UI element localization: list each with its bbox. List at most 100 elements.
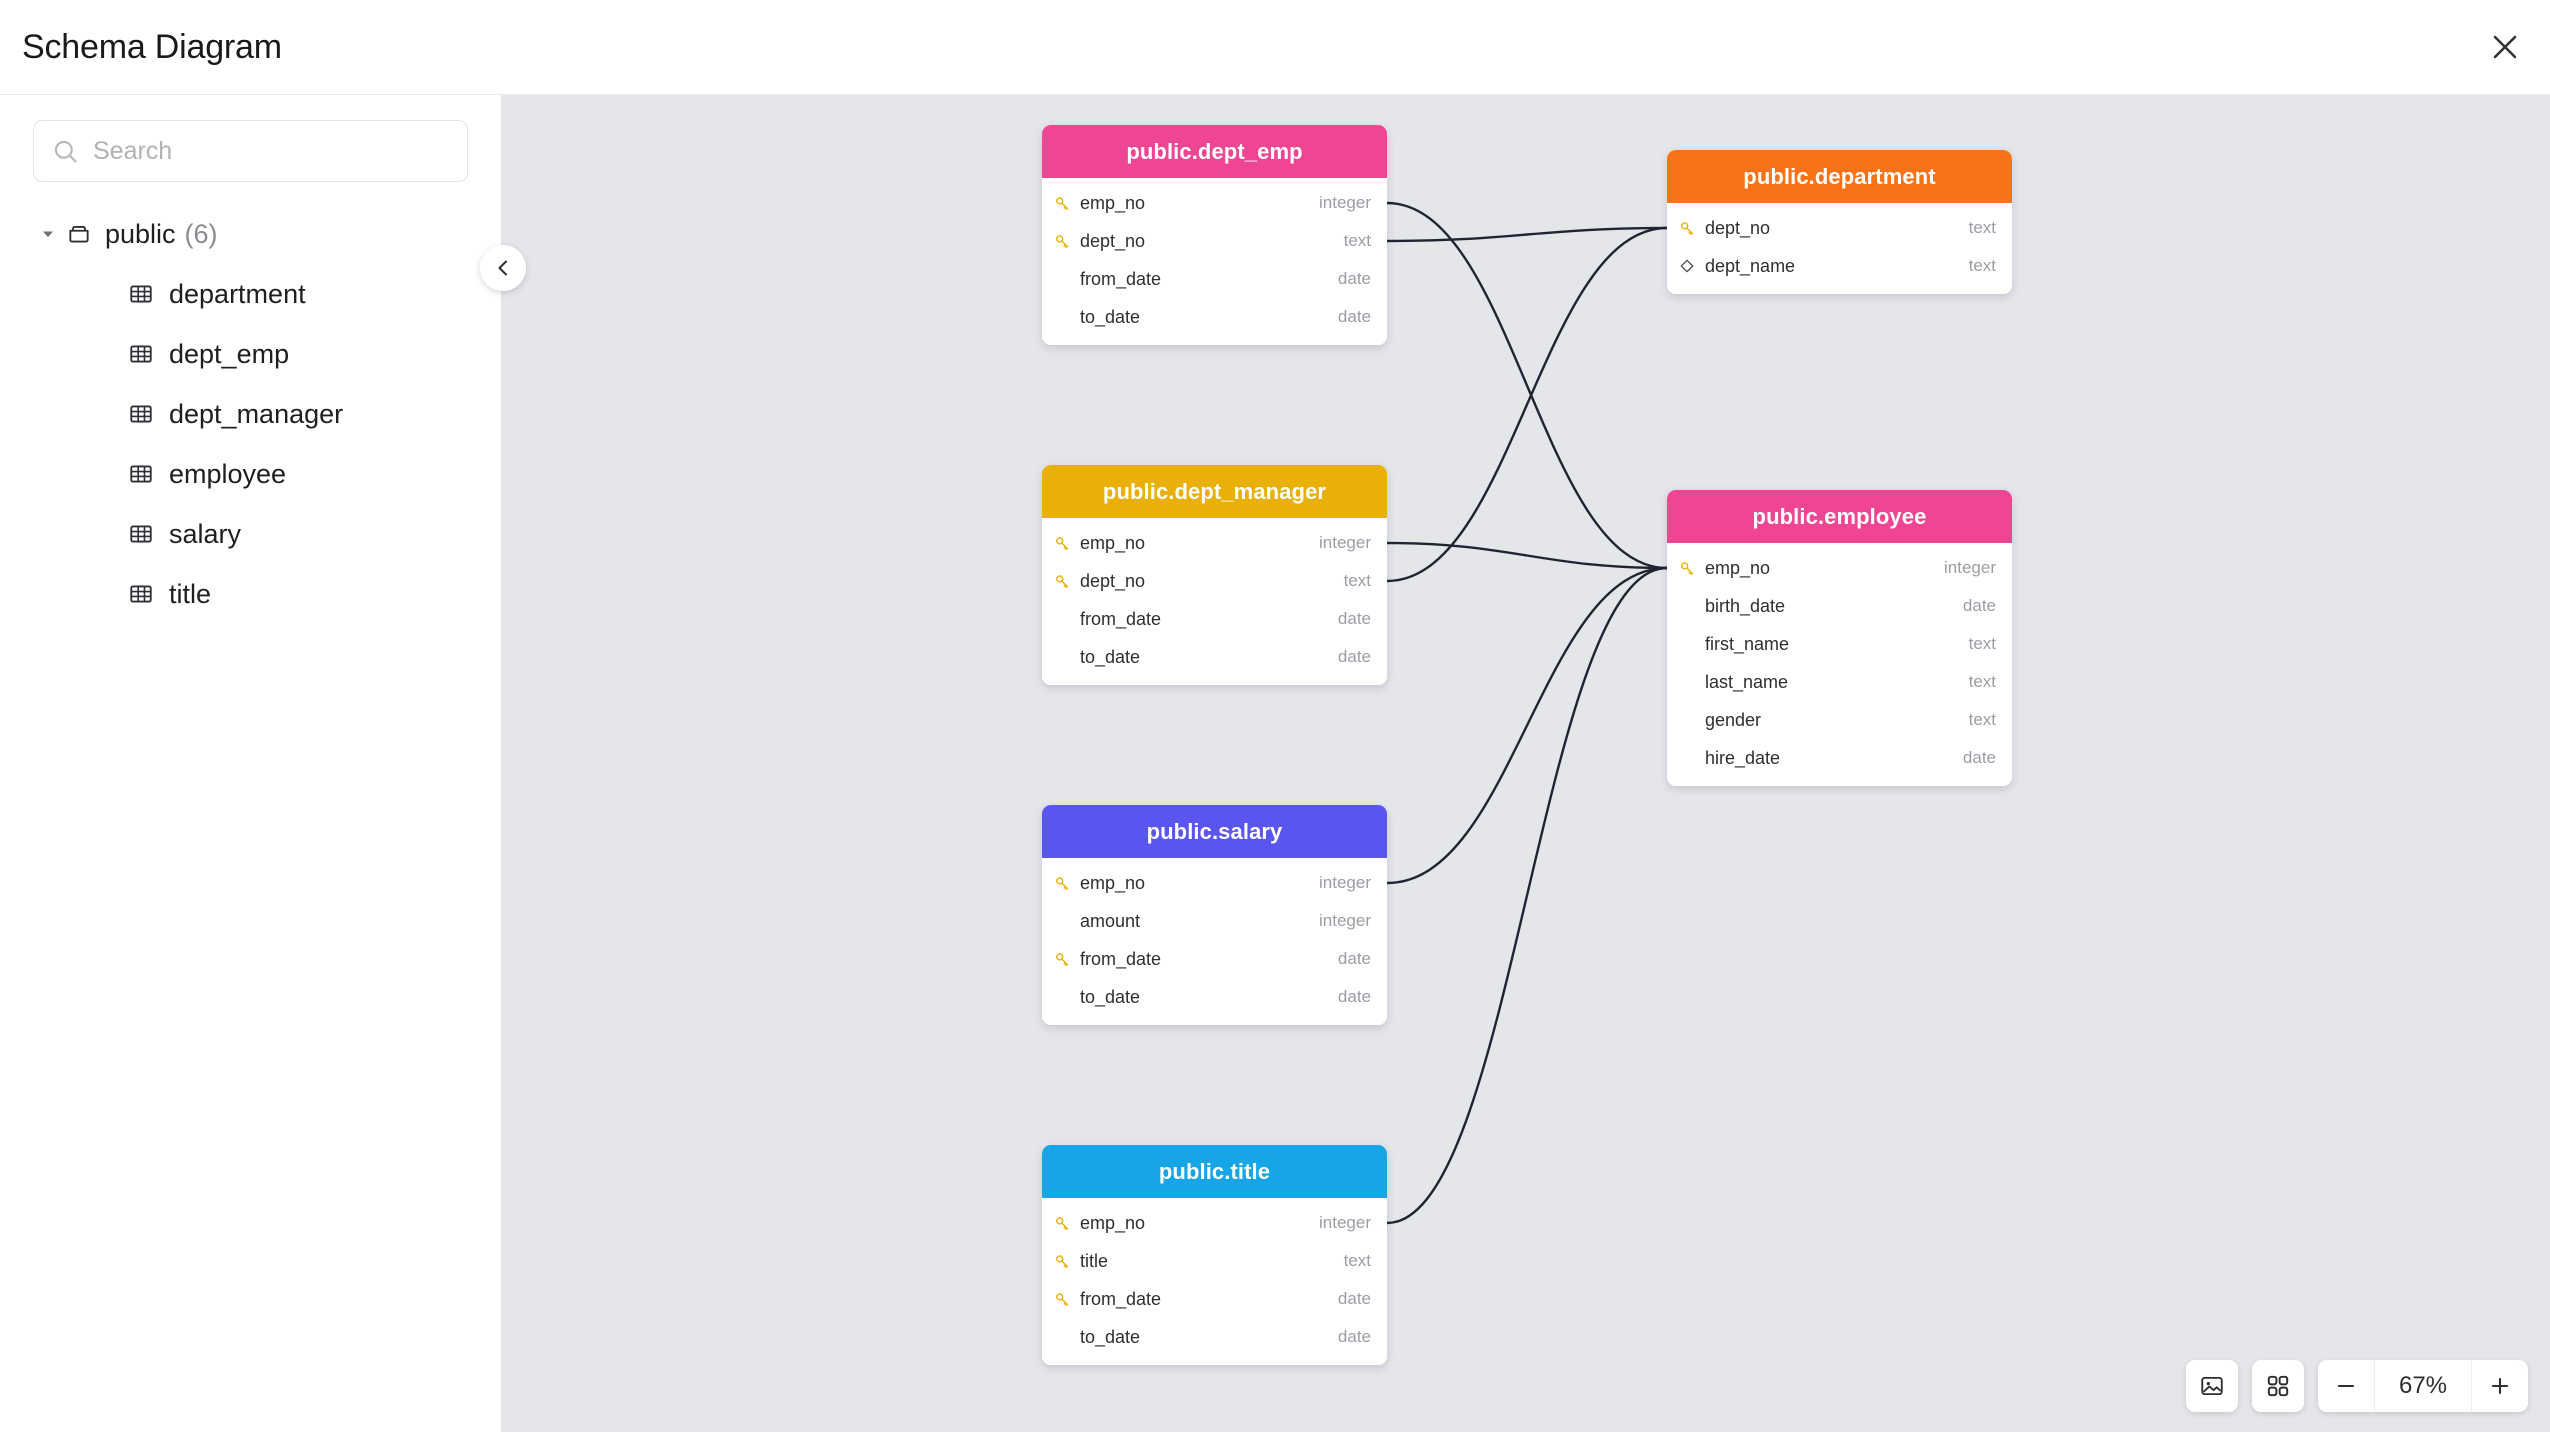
tree-node-public[interactable]: public (6) — [0, 204, 501, 264]
key-icon — [1054, 1215, 1080, 1232]
column-type: text — [1968, 256, 1996, 275]
zoom-in-button[interactable] — [2472, 1360, 2528, 1412]
close-button[interactable] — [2478, 20, 2532, 74]
relationship-edge — [1386, 541, 1668, 570]
sidebar-table-title[interactable]: title — [0, 564, 501, 624]
sidebar-table-salary[interactable]: salary — [0, 504, 501, 564]
table-card-public-dept_emp[interactable]: public.dept_emp emp_no integer dept_no t… — [1042, 125, 1387, 345]
auto-layout-button[interactable] — [2252, 1360, 2304, 1412]
zoom-out-button[interactable] — [2318, 1360, 2374, 1412]
key-icon — [1054, 951, 1080, 968]
column-row[interactable]: from_date date — [1042, 1280, 1387, 1318]
column-row[interactable]: amount integer — [1042, 902, 1387, 940]
search-input[interactable] — [93, 136, 449, 166]
table-icon — [128, 581, 154, 607]
table-card-public-employee[interactable]: public.employee emp_no integer birth_dat… — [1667, 490, 2012, 786]
table-card-header[interactable]: public.title — [1042, 1145, 1387, 1198]
table-card-header[interactable]: public.department — [1667, 150, 2012, 203]
minus-icon — [2337, 1384, 2355, 1388]
table-icon — [128, 401, 154, 427]
column-row[interactable]: emp_no integer — [1042, 1204, 1387, 1242]
table-card-header[interactable]: public.employee — [1667, 490, 2012, 543]
column-type: date — [1337, 987, 1371, 1006]
sidebar-table-label: employee — [169, 458, 287, 489]
sidebar-table-department[interactable]: department — [0, 264, 501, 324]
column-row[interactable]: gender text — [1667, 701, 2012, 739]
column-type: text — [1968, 672, 1996, 691]
sidebar-table-dept_emp[interactable]: dept_emp — [0, 324, 501, 384]
column-row[interactable]: from_date date — [1042, 260, 1387, 298]
column-name: hire_date — [1705, 747, 1781, 768]
table-card-title: public.employee — [1752, 503, 1927, 529]
column-row[interactable]: dept_no text — [1042, 562, 1387, 600]
database-schema-icon — [66, 221, 92, 247]
column-row[interactable]: emp_no integer — [1042, 184, 1387, 222]
column-name: gender — [1705, 709, 1762, 730]
sidebar-table-dept_manager[interactable]: dept_manager — [0, 384, 501, 444]
table-icon — [128, 521, 154, 547]
column-type: integer — [1319, 1213, 1371, 1232]
column-name: emp_no — [1080, 872, 1146, 893]
zoom-level-value[interactable]: 67% — [2374, 1360, 2472, 1412]
table-card-public-salary[interactable]: public.salary emp_no integer amount inte… — [1042, 805, 1387, 1025]
column-row[interactable]: dept_name text — [1667, 247, 2012, 285]
column-type: date — [1337, 1327, 1371, 1346]
key-icon — [1054, 233, 1080, 250]
column-row[interactable]: emp_no integer — [1042, 864, 1387, 902]
table-card-public-title[interactable]: public.title emp_no integer title text f… — [1042, 1145, 1387, 1365]
column-row[interactable]: from_date date — [1042, 600, 1387, 638]
zoom-control-group: 67% — [2318, 1360, 2528, 1412]
column-type: date — [1337, 647, 1371, 666]
column-row[interactable]: hire_date date — [1667, 739, 2012, 777]
table-card-header[interactable]: public.dept_manager — [1042, 465, 1387, 518]
sidebar-table-label: dept_emp — [169, 338, 290, 369]
window-header: Schema Diagram — [0, 0, 2550, 95]
sidebar-collapse-button[interactable] — [480, 245, 526, 291]
column-row[interactable]: first_name text — [1667, 625, 2012, 663]
column-row[interactable]: from_date date — [1042, 940, 1387, 978]
relationship-edge — [1386, 566, 1668, 1225]
column-name: amount — [1080, 910, 1141, 931]
key-icon — [1054, 875, 1080, 892]
column-type: integer — [1944, 558, 1996, 577]
table-card-public-department[interactable]: public.department dept_no text dept_name… — [1667, 150, 2012, 294]
table-card-header[interactable]: public.salary — [1042, 805, 1387, 858]
column-row[interactable]: dept_no text — [1042, 222, 1387, 260]
column-name: dept_no — [1080, 230, 1146, 251]
column-type: text — [1968, 218, 1996, 237]
column-row[interactable]: emp_no integer — [1667, 549, 2012, 587]
schema-tree: public (6) department dept_emp dept_mana… — [0, 204, 501, 624]
export-image-button[interactable] — [2186, 1360, 2238, 1412]
column-row[interactable]: dept_no text — [1667, 209, 2012, 247]
search-icon — [52, 138, 79, 165]
column-type: date — [1337, 307, 1371, 326]
column-type: integer — [1319, 533, 1371, 552]
table-card-public-dept_manager[interactable]: public.dept_manager emp_no integer dept_… — [1042, 465, 1387, 685]
table-card-title: public.title — [1158, 1158, 1271, 1184]
caret-down-icon[interactable] — [40, 226, 66, 242]
column-row[interactable]: to_date date — [1042, 638, 1387, 676]
column-row[interactable]: birth_date date — [1667, 587, 2012, 625]
column-row[interactable]: emp_no integer — [1042, 524, 1387, 562]
column-type: date — [1337, 269, 1371, 288]
key-icon — [1679, 560, 1705, 577]
column-type: integer — [1319, 873, 1371, 892]
sidebar-table-label: salary — [169, 518, 242, 549]
column-row[interactable]: to_date date — [1042, 978, 1387, 1016]
column-row[interactable]: to_date date — [1042, 298, 1387, 336]
key-icon — [1054, 573, 1080, 590]
column-name: to_date — [1080, 1326, 1141, 1347]
search-box[interactable] — [33, 120, 468, 182]
table-card-header[interactable]: public.dept_emp — [1042, 125, 1387, 178]
diagram-canvas[interactable]: public.dept_emp emp_no integer dept_no t… — [502, 95, 2550, 1432]
column-row[interactable]: last_name text — [1667, 663, 2012, 701]
sidebar-table-employee[interactable]: employee — [0, 444, 501, 504]
canvas-toolbar: 67% — [2186, 1360, 2528, 1412]
column-name: first_name — [1705, 633, 1790, 654]
column-type: text — [1968, 710, 1996, 729]
column-row[interactable]: to_date date — [1042, 1318, 1387, 1356]
column-row[interactable]: title text — [1042, 1242, 1387, 1280]
column-name: dept_name — [1705, 255, 1796, 276]
sidebar-table-label: department — [169, 278, 306, 309]
